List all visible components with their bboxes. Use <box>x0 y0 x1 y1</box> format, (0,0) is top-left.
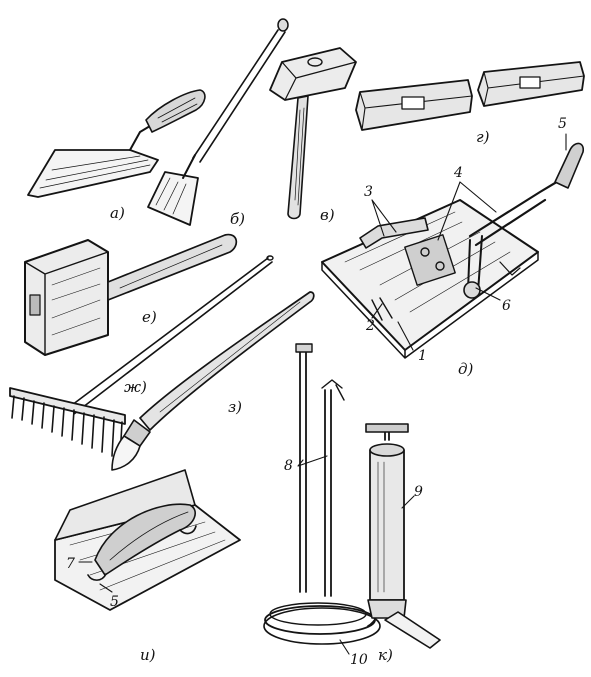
brush-drawing <box>111 291 315 471</box>
caption-g: г) <box>476 128 490 146</box>
rails-drawing <box>355 61 585 131</box>
caption-zh: ж) <box>124 378 147 396</box>
callout-2: 2 <box>365 318 375 334</box>
callout-8: 8 <box>284 458 293 474</box>
leader-lines <box>78 133 567 655</box>
callout-6: 6 <box>502 298 511 314</box>
caption-e: е) <box>142 308 157 326</box>
rake-drawing <box>9 255 274 459</box>
callout-5-top: 5 <box>558 116 567 132</box>
callout-7: 7 <box>66 556 75 572</box>
caption-d: д) <box>458 360 474 378</box>
caption-i: и) <box>140 646 156 664</box>
captions: а) б) в) г) д) е) ж) з) и) к) <box>110 128 490 664</box>
callout-5-bottom: 5 <box>110 594 119 610</box>
mallet-drawing <box>24 233 238 356</box>
callout-1: 1 <box>418 348 427 364</box>
caption-k: к) <box>378 646 393 664</box>
callout-numbers: 1 2 3 4 5 6 7 5 8 9 10 <box>66 116 567 668</box>
callout-10: 10 <box>350 652 368 668</box>
float-tool-drawing <box>54 469 241 611</box>
callout-4: 4 <box>453 165 463 181</box>
caption-a: а) <box>110 204 125 222</box>
callout-3: 3 <box>364 184 373 200</box>
hammer-drawing <box>269 47 357 220</box>
caption-v: в) <box>320 206 335 224</box>
shovel-drawing <box>147 18 289 226</box>
bending-machine-drawing <box>321 142 585 359</box>
caption-b: б) <box>230 210 245 228</box>
caption-z: з) <box>228 398 242 416</box>
trowel-drawing <box>27 89 206 198</box>
callout-9: 9 <box>414 484 423 500</box>
spray-pump-drawing <box>263 343 441 649</box>
